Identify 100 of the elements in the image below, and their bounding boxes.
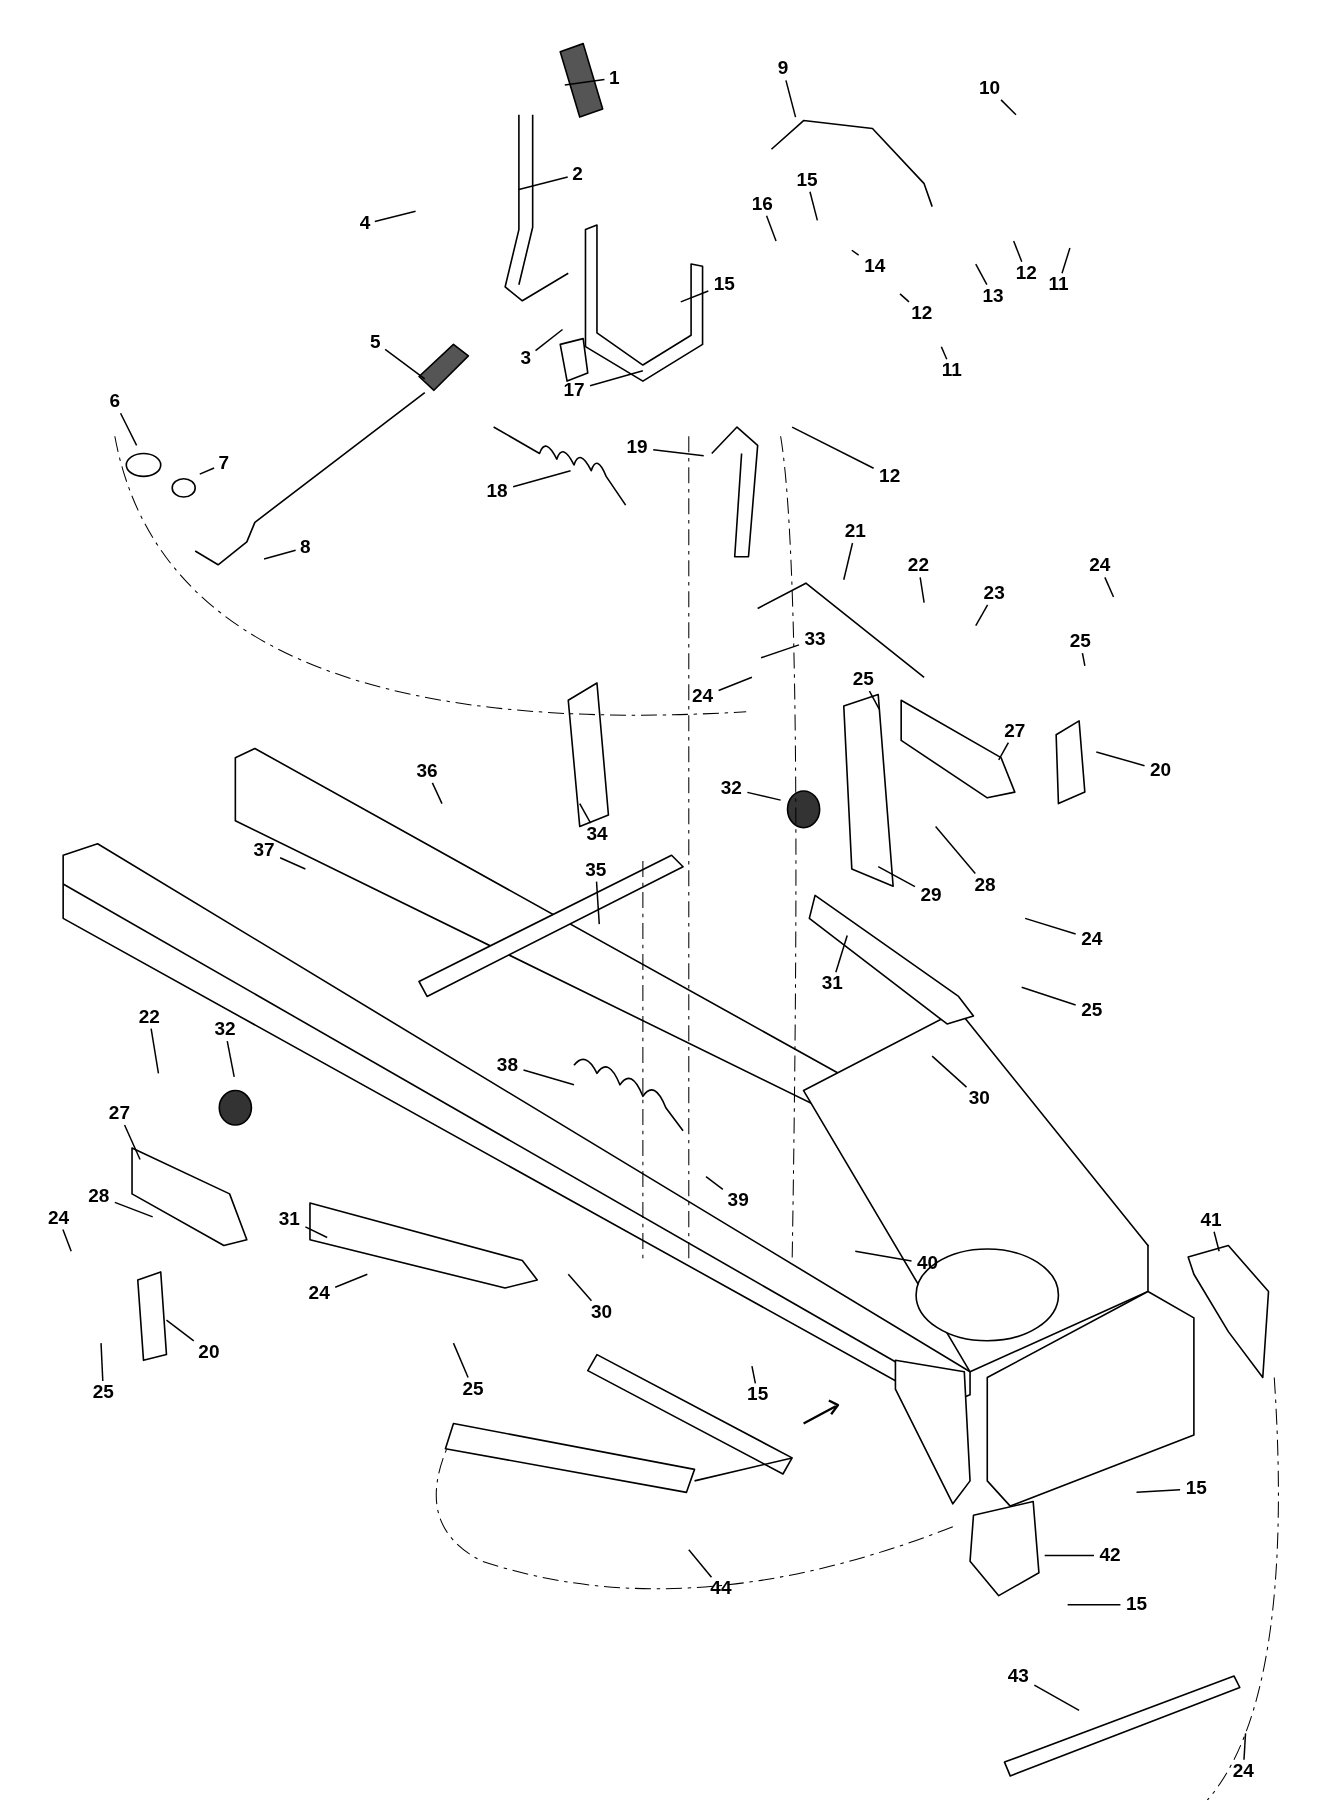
- callout-number: 25: [1075, 998, 1108, 1022]
- callout-number: 31: [816, 972, 849, 996]
- callout-number: 29: [914, 883, 948, 907]
- leader-line: [1135, 1489, 1181, 1494]
- callout-number: 41: [1195, 1208, 1228, 1232]
- leader-line: [226, 1040, 235, 1078]
- leader-line: [1213, 1231, 1220, 1253]
- leader-line: [652, 448, 705, 457]
- callout-number: 24: [42, 1206, 75, 1230]
- callout-number: 14: [858, 254, 891, 278]
- leader-line: [279, 857, 307, 870]
- leader-line: [452, 1342, 469, 1379]
- leader-line: [1081, 652, 1086, 667]
- callout-number: 43: [1002, 1664, 1035, 1688]
- leader-line: [334, 1273, 369, 1288]
- callout-number: 21: [839, 520, 872, 543]
- leader-line: [150, 1027, 160, 1075]
- leader-line: [931, 1055, 968, 1088]
- callout-number: 28: [82, 1184, 115, 1208]
- callout-number: 42: [1094, 1544, 1127, 1567]
- callout-number: 27: [103, 1102, 136, 1125]
- callout-number: 8: [295, 536, 316, 560]
- leader-line: [1243, 1732, 1247, 1761]
- leader-line: [680, 290, 710, 303]
- callout-number: 44: [704, 1577, 737, 1601]
- leader-line: [1066, 1604, 1122, 1606]
- leader-line: [1020, 986, 1077, 1006]
- callout-number: 24: [686, 685, 719, 709]
- leader-line: [975, 604, 989, 627]
- callout-number: 1: [604, 66, 624, 90]
- callout-number: 10: [973, 76, 1006, 100]
- leader-line: [564, 78, 606, 86]
- leader-line: [760, 644, 800, 659]
- callout-number: 25: [87, 1381, 120, 1404]
- leader-line: [765, 215, 777, 242]
- callout-number: 18: [481, 479, 514, 503]
- callout-number: 15: [741, 1383, 774, 1407]
- callout-number: 20: [1144, 758, 1177, 782]
- callout-number: 24: [1083, 554, 1116, 578]
- leader-line: [1024, 917, 1077, 935]
- leader-line: [851, 249, 860, 256]
- leader-line: [877, 865, 916, 888]
- leader-line: [899, 293, 910, 303]
- callout-number: 11: [1042, 273, 1075, 297]
- callout-number: 22: [133, 1005, 166, 1029]
- callout-number: 13: [976, 284, 1010, 308]
- callout-number: 3: [516, 346, 536, 370]
- callout-number: 12: [873, 464, 906, 488]
- leader-line: [534, 328, 564, 352]
- callout-number: 37: [247, 839, 281, 863]
- leader-line: [717, 676, 753, 692]
- leader-line: [589, 370, 644, 387]
- leader-line: [854, 1250, 913, 1262]
- leader-line: [123, 1124, 141, 1161]
- callout-number: 15: [1180, 1477, 1213, 1501]
- callout-number: 5: [365, 330, 386, 354]
- leader-line: [1012, 240, 1023, 263]
- callout-number: 12: [905, 301, 938, 325]
- leader-line: [940, 345, 948, 361]
- leader-line: [1104, 576, 1115, 598]
- leader-line: [1000, 99, 1017, 116]
- callout-number: 39: [722, 1189, 755, 1213]
- leader-line: [579, 802, 592, 824]
- callout-number: 24: [1075, 927, 1108, 951]
- leader-line: [1043, 1554, 1095, 1557]
- leader-line: [431, 782, 443, 805]
- leader-line: [919, 576, 925, 604]
- leader-line: [835, 934, 848, 974]
- callout-number: 23: [978, 582, 1011, 605]
- leader-line: [1095, 751, 1146, 767]
- leader-line: [62, 1228, 72, 1253]
- callout-number: 6: [105, 390, 125, 414]
- leader-line: [1061, 247, 1071, 274]
- callout-number: 15: [790, 168, 824, 192]
- callout-number: 33: [799, 627, 832, 651]
- callout-number: 32: [715, 777, 748, 801]
- leader-line: [119, 412, 138, 447]
- callout-number: 28: [968, 873, 1002, 897]
- callout-number: 11: [935, 359, 968, 383]
- callout-number: 25: [456, 1377, 490, 1401]
- callout-number: 15: [708, 273, 741, 297]
- callout-number: 27: [998, 719, 1031, 743]
- leader-line: [998, 742, 1010, 761]
- leader-line: [165, 1319, 195, 1342]
- callout-number: 7: [214, 452, 234, 476]
- leader-line: [868, 690, 881, 711]
- leader-line: [688, 1549, 713, 1579]
- callout-number: 16: [746, 192, 779, 216]
- leader-line: [374, 210, 417, 223]
- callout-number: 9: [773, 57, 793, 81]
- leader-line: [199, 467, 215, 475]
- callout-number: 34: [580, 823, 613, 847]
- callout-number: 17: [557, 378, 591, 402]
- leader-line: [384, 348, 426, 380]
- leader-line: [746, 791, 782, 801]
- leader-line: [1033, 1684, 1080, 1712]
- leader-line: [843, 542, 854, 581]
- callout-number: 15: [1120, 1593, 1153, 1617]
- leader-line: [975, 263, 988, 286]
- callout-number: 4: [355, 212, 375, 236]
